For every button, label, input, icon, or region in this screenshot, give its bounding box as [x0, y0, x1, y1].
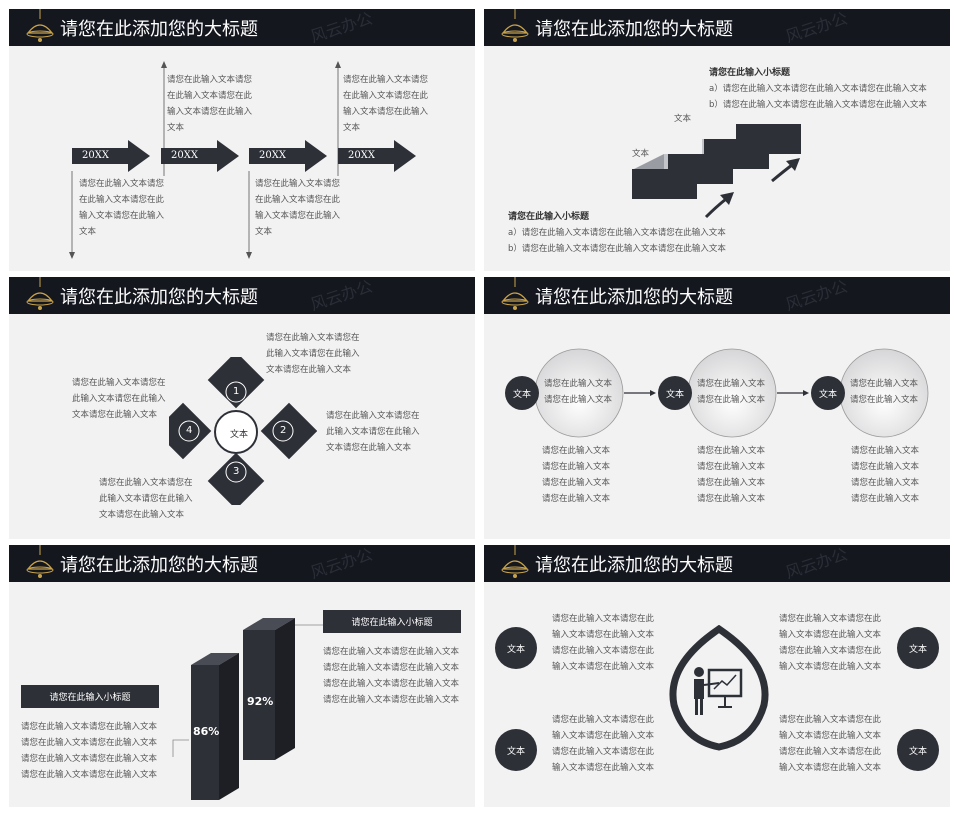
- slide-1[interactable]: 请您在此添加您的大标题 风云办公 20XX 20XX 20XX 20XX 请您在…: [9, 9, 475, 271]
- process-graphic: [534, 348, 929, 438]
- page-title: 请您在此添加您的大标题: [60, 555, 258, 576]
- text-right: 请您在此输入文本请您在此输入文本请您在此输入文本请您在此输入文本: [326, 411, 420, 453]
- text-top: 请您在此输入文本请您在此输入文本请您在此输入文本请您在此输入文本: [266, 333, 360, 375]
- arrow-label-1: 20XX: [82, 150, 109, 161]
- text-bottom: 请您在此输入文本请您在此输入文本请您在此输入文本请您在此输入文本: [99, 478, 193, 520]
- watermark: 风云办公: [783, 277, 850, 315]
- arrow-shape-1: [72, 140, 150, 172]
- step-label-upper: 文本: [674, 114, 692, 124]
- text-block-bottom-2: 请您在此输入文本请您在此输入文本请您在此输入文本请您在此输入文本: [255, 179, 341, 237]
- number-2: 2: [280, 425, 287, 436]
- watermark: 风云办公: [308, 545, 375, 583]
- label-circle-br: 文本: [897, 729, 939, 771]
- arrow-label-2: 20XX: [171, 150, 198, 161]
- presentation-icon: [669, 625, 769, 751]
- chandelier-icon: [26, 9, 54, 42]
- slide-2[interactable]: 请您在此添加您的大标题 风云办公 请您在此输入小标题 a）请您在此输入文本请您在…: [484, 9, 950, 271]
- label-circle-tr: 文本: [897, 627, 939, 669]
- text-tl: 请您在此输入文本请您在此输入文本请您在此输入文本请您在此输入文本请您在此输入文本…: [552, 614, 655, 672]
- step-inner-text-2: 请您在此输入文本请您在此输入文本: [697, 379, 766, 405]
- text-br: 请您在此输入文本请您在此输入文本请您在此输入文本请您在此输入文本请您在此输入文本…: [779, 715, 882, 773]
- label-circle-tl: 文本: [495, 627, 537, 669]
- number-3: 3: [233, 466, 240, 477]
- step-badge-3: 文本: [811, 376, 845, 410]
- center-label: 文本: [230, 430, 249, 440]
- number-4: 4: [186, 425, 193, 436]
- slide-4[interactable]: 请您在此添加您的大标题 风云办公 文本 文本 文本 请您在此输入文本请您在此输入…: [484, 277, 950, 539]
- page-title: 请您在此添加您的大标题: [60, 19, 258, 40]
- text-bl: 请您在此输入文本请您在此输入文本请您在此输入文本请您在此输入文本请您在此输入文本…: [552, 715, 655, 773]
- step-inner-text-3: 请您在此输入文本请您在此输入文本: [850, 379, 919, 405]
- diamond-cluster: [169, 357, 317, 505]
- slide-header: 请您在此添加您的大标题 风云办公: [484, 9, 950, 46]
- arrow-shape-2: [161, 140, 239, 172]
- text-block-bottom-1: 请您在此输入文本请您在此输入文本请您在此输入文本请您在此输入文本: [79, 179, 165, 237]
- text-right: 请您在此输入文本请您在此输入文本请您在此输入文本请您在此输入文本请您在此输入文本…: [323, 647, 460, 705]
- slide-3[interactable]: 请您在此添加您的大标题 风云办公 文本 1 2 3 4 请您在此输入文本请您在此…: [9, 277, 475, 539]
- number-1: 1: [233, 386, 240, 397]
- bar-value-86: 86%: [193, 725, 220, 738]
- chandelier-icon: [501, 545, 529, 578]
- step-badge-1: 文本: [505, 376, 539, 410]
- page-title: 请您在此添加您的大标题: [60, 287, 258, 308]
- page-title: 请您在此添加您的大标题: [535, 19, 733, 40]
- text-tr: 请您在此输入文本请您在此输入文本请您在此输入文本请您在此输入文本请您在此输入文本…: [779, 614, 882, 672]
- chandelier-icon: [26, 277, 54, 310]
- text-block-top-2: 请您在此输入文本请您在此输入文本请您在此输入文本请您在此输入文本: [343, 75, 429, 133]
- subtitle-right: 请您在此输入小标题: [323, 610, 461, 633]
- step-badge-2: 文本: [658, 376, 692, 410]
- subtitle-bottom: 请您在此输入小标题: [508, 212, 590, 222]
- slide-header: 请您在此添加您的大标题 风云办公: [9, 9, 475, 46]
- stairs-graphic: [632, 124, 801, 219]
- slide-header: 请您在此添加您的大标题 风云办公: [9, 545, 475, 582]
- step-below-text-3: 请您在此输入文本请您在此输入文本请您在此输入文本请您在此输入文本: [851, 446, 920, 504]
- subtitle-top: 请您在此输入小标题: [709, 68, 791, 78]
- arrow-label-4: 20XX: [348, 150, 375, 161]
- chandelier-icon: [501, 9, 529, 42]
- subtitle-left: 请您在此输入小标题: [21, 685, 159, 708]
- slide-header: 请您在此添加您的大标题 风云办公: [484, 277, 950, 314]
- slide-header: 请您在此添加您的大标题 风云办公: [484, 545, 950, 582]
- step-below-text-2: 请您在此输入文本请您在此输入文本请您在此输入文本请您在此输入文本: [697, 446, 766, 504]
- page-title: 请您在此添加您的大标题: [535, 287, 733, 308]
- chandelier-icon: [501, 277, 529, 310]
- slide-6[interactable]: 请您在此添加您的大标题 风云办公 文本 文本 文本 文本 请您在此输入文本请您在…: [484, 545, 950, 807]
- slide-5[interactable]: 请您在此添加您的大标题 风云办公 86% 92% 请您在此输入小标题 请您在此输…: [9, 545, 475, 807]
- bar-3d-graphic: [172, 618, 323, 800]
- step-below-text-1: 请您在此输入文本请您在此输入文本请您在此输入文本请您在此输入文本: [542, 446, 611, 504]
- watermark: 风云办公: [308, 9, 375, 47]
- step-label-lower: 文本: [632, 149, 650, 159]
- text-left: 请您在此输入文本请您在此输入文本请您在此输入文本请您在此输入文本请您在此输入文本…: [21, 722, 158, 780]
- watermark: 风云办公: [783, 545, 850, 583]
- step-inner-text-1: 请您在此输入文本请您在此输入文本: [544, 379, 613, 405]
- watermark: 风云办公: [783, 9, 850, 47]
- watermark: 风云办公: [308, 277, 375, 315]
- label-circle-bl: 文本: [495, 729, 537, 771]
- slide-header: 请您在此添加您的大标题 风云办公: [9, 277, 475, 314]
- arrow-label-3: 20XX: [259, 150, 286, 161]
- chandelier-icon: [26, 545, 54, 578]
- text-block-top-1: 请您在此输入文本请您在此输入文本请您在此输入文本请您在此输入文本: [167, 75, 253, 133]
- arrow-shape-3: [249, 140, 327, 172]
- text-left: 请您在此输入文本请您在此输入文本请您在此输入文本请您在此输入文本: [72, 378, 166, 420]
- bar-value-92: 92%: [247, 695, 274, 708]
- page-title: 请您在此添加您的大标题: [535, 555, 733, 576]
- arrow-shape-4: [338, 140, 416, 172]
